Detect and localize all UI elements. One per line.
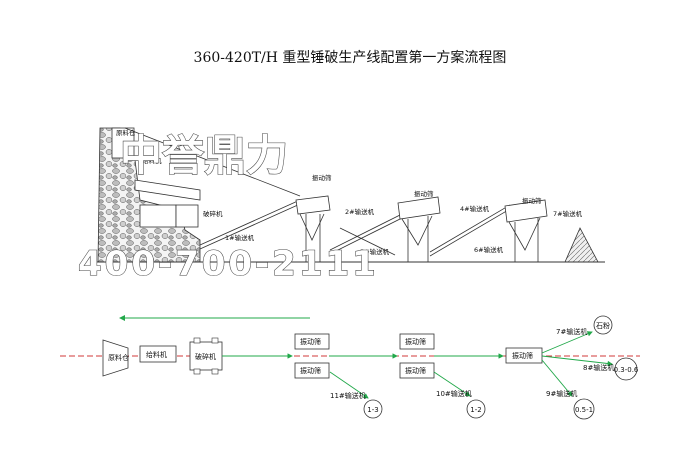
label-feeder: 给料机 — [142, 156, 162, 165]
svg-text:1-3: 1-3 — [367, 406, 378, 414]
raw-bin-icon — [111, 127, 135, 159]
svg-text:原料仓: 原料仓 — [108, 353, 129, 362]
output-stone-powder — [593, 315, 613, 335]
conveyor-6-line — [429, 204, 511, 253]
conveyor-5-line — [339, 227, 396, 256]
label-conv7-plan: 7#输送机 — [556, 327, 587, 336]
svg-text:振动筛: 振动筛 — [405, 337, 426, 346]
flow-arrow-conv11 — [329, 371, 369, 399]
flow-arrow-conv7 — [541, 331, 593, 354]
screen-c-icon — [504, 199, 548, 223]
svg-text:振动筛: 振动筛 — [405, 366, 426, 375]
svg-text:石粉: 石粉 — [596, 321, 610, 330]
flow-arrow-conv9 — [541, 359, 573, 397]
finished-product-pile — [564, 227, 599, 263]
feeder-icon — [134, 179, 201, 201]
svg-text:破碎机: 破碎机 — [195, 352, 216, 361]
plan-view: 原料仓 给料机 破碎机 振动筛 振动筛 振动筛 振动筛 振动筛 — [60, 315, 640, 420]
flow-arrow-conv8 — [541, 355, 613, 367]
label-screen-c: 振动筛 — [522, 196, 542, 205]
label-conv10: 10#输送机 — [436, 389, 472, 398]
screen-b-icon — [397, 196, 441, 220]
output-1-3 — [363, 399, 383, 419]
svg-text:0.3-0.6: 0.3-0.6 — [614, 366, 639, 374]
label-conv6: 6#输送机 — [474, 245, 504, 254]
output-1-2 — [466, 399, 486, 419]
page-title: 360-420T/H 重型锤破生产线配置第一方案流程图 — [194, 49, 507, 66]
plan-raw-bin — [102, 339, 129, 377]
plan-screen-2-top — [399, 333, 435, 350]
plan-feeder — [139, 345, 177, 363]
flow-arrow-conv10 — [433, 371, 471, 397]
svg-text:振动筛: 振动筛 — [512, 351, 533, 360]
svg-text:振动筛: 振动筛 — [300, 366, 321, 375]
output-0.3-0.6 — [614, 357, 638, 381]
screen-a-icon — [295, 195, 331, 215]
svg-text:1-2: 1-2 — [470, 406, 481, 414]
label-conv9: 9#输送机 — [546, 389, 577, 398]
output-0.5-1 — [573, 398, 595, 420]
label-conv2: 2#输送机 — [345, 207, 375, 216]
label-conv4: 4#输送机 — [460, 204, 490, 213]
plan-screen-3 — [505, 347, 543, 364]
label-conv11: 11#输送机 — [330, 391, 366, 400]
elevation-view — [95, 127, 605, 263]
label-crusher: 破碎机 — [203, 209, 223, 218]
label-conv7: 7#输送机 — [553, 209, 583, 218]
label-conv5: 5#输送机 — [360, 247, 390, 256]
conveyor-1-line — [199, 199, 301, 246]
label-screen-b: 振动筛 — [414, 189, 434, 198]
elevation-labels: 原料仓 给料机 破碎机 1#输送机 振动筛 2#输送机 5#输送机 4#输送机 … — [116, 128, 583, 256]
plan-screen-2-bottom — [399, 362, 435, 379]
plan-screen-1-bottom — [294, 362, 330, 379]
plan-crusher — [189, 341, 223, 371]
watermark-phone: 400-700-2111 — [78, 244, 379, 284]
svg-text:0.5-1: 0.5-1 — [575, 406, 593, 414]
crusher-icon — [139, 204, 177, 228]
watermark-brand: 中誉鼎力 — [120, 131, 288, 180]
plan-screen-1-top — [294, 333, 330, 350]
label-bin: 原料仓 — [116, 128, 136, 137]
svg-text:给料机: 给料机 — [146, 350, 167, 359]
label-screen-a: 振动筛 — [312, 173, 332, 182]
svg-text:振动筛: 振动筛 — [300, 337, 321, 346]
label-conv8-plan: 8#输送机 — [583, 363, 614, 372]
label-conv1: 1#输送机 — [225, 233, 255, 242]
